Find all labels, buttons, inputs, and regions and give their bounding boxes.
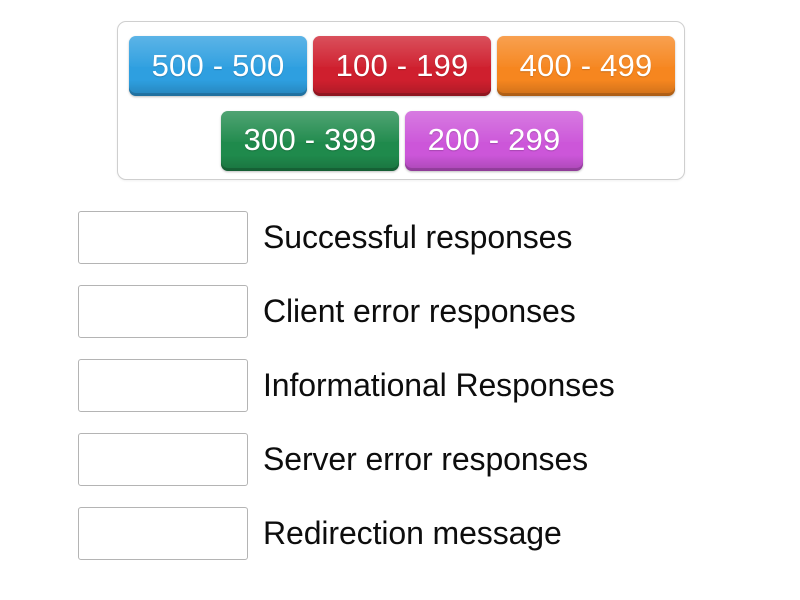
tile-label: 100 - 199	[335, 47, 469, 83]
draggable-tile-300-399[interactable]: 300 - 399	[221, 110, 399, 171]
drop-zone-server-error-responses[interactable]	[78, 433, 248, 486]
draggable-tile-200-299[interactable]: 200 - 299	[405, 110, 583, 171]
draggable-tile-500-500[interactable]: 500 - 500	[129, 36, 307, 96]
tile-label: 500 - 500	[151, 47, 285, 83]
drop-zone-successful-responses[interactable]	[78, 211, 248, 264]
draggable-tile-100-199[interactable]: 100 - 199	[313, 36, 491, 96]
answer-row: Successful responses	[78, 211, 778, 264]
drop-zone-client-error-responses[interactable]	[78, 285, 248, 338]
answer-label: Client error responses	[263, 292, 576, 329]
tile-row-2: 300 - 399 200 - 299	[124, 110, 680, 171]
tile-label: 300 - 399	[243, 122, 377, 157]
answer-label: Server error responses	[263, 440, 589, 477]
answer-row: Informational Responses	[78, 359, 778, 412]
answer-list: Successful responses Client error respon…	[78, 211, 778, 560]
drop-zone-redirection-message[interactable]	[78, 507, 248, 560]
draggable-tile-400-499[interactable]: 400 - 499	[497, 36, 675, 96]
tile-label: 200 - 299	[427, 122, 561, 157]
answer-row: Server error responses	[78, 433, 778, 486]
answer-label: Redirection message	[263, 514, 562, 551]
answer-row: Redirection message	[78, 507, 778, 560]
answer-row: Client error responses	[78, 285, 778, 338]
answer-label: Successful responses	[263, 218, 573, 255]
tile-label: 400 - 499	[519, 47, 653, 83]
answer-label: Informational Responses	[263, 366, 615, 403]
tile-bank-panel: 500 - 500 100 - 199 400 - 499 300 - 399 …	[117, 21, 685, 180]
tile-row-1: 500 - 500 100 - 199 400 - 499	[124, 36, 680, 96]
drop-zone-informational-responses[interactable]	[78, 359, 248, 412]
